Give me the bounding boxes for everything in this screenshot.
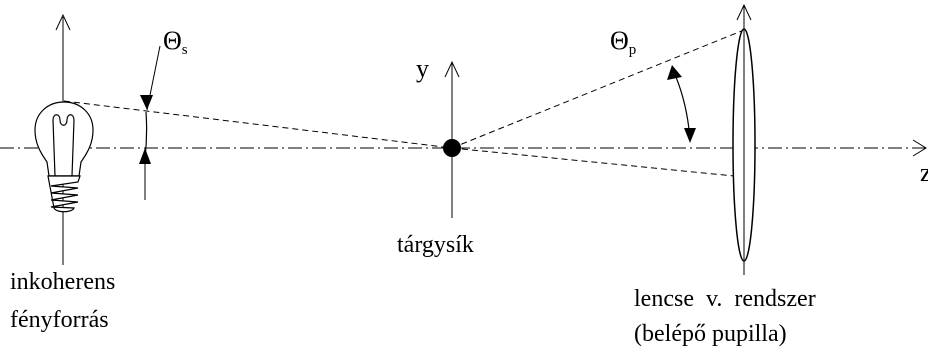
z-axis-arrowhead: [912, 139, 927, 157]
theta-p-arrow-top: [667, 65, 682, 80]
ray-object-to-lens-bottom: [451, 147, 745, 178]
ray-source-to-object: [63, 100, 453, 149]
y-axis-arrowhead: [444, 60, 460, 78]
z-axis-label: z: [920, 158, 928, 187]
lens-axis-arrowhead: [736, 3, 752, 21]
source-axis-arrowhead: [55, 13, 71, 31]
object-point-icon: [443, 139, 461, 157]
lens-label-line1: lencse v. rendszer: [634, 286, 816, 312]
theta-s-arrow-bottom: [139, 148, 151, 164]
source-label-line1: inkoherens: [10, 269, 116, 295]
theta-p-label: Θp: [610, 26, 637, 58]
object-plane-label: tárgysík: [397, 232, 474, 258]
light-bulb-icon: [34, 101, 94, 213]
theta-p-arrow-bottom: [684, 128, 696, 143]
source-label-line2: fényforrás: [10, 307, 109, 333]
y-axis-label: y: [416, 54, 429, 83]
theta-s-arrow-top: [140, 95, 153, 110]
theta-s-label: Θs: [163, 26, 188, 58]
lens-label-line2: (belépő pupilla): [634, 321, 787, 347]
ray-object-to-lens-top: [451, 29, 745, 149]
